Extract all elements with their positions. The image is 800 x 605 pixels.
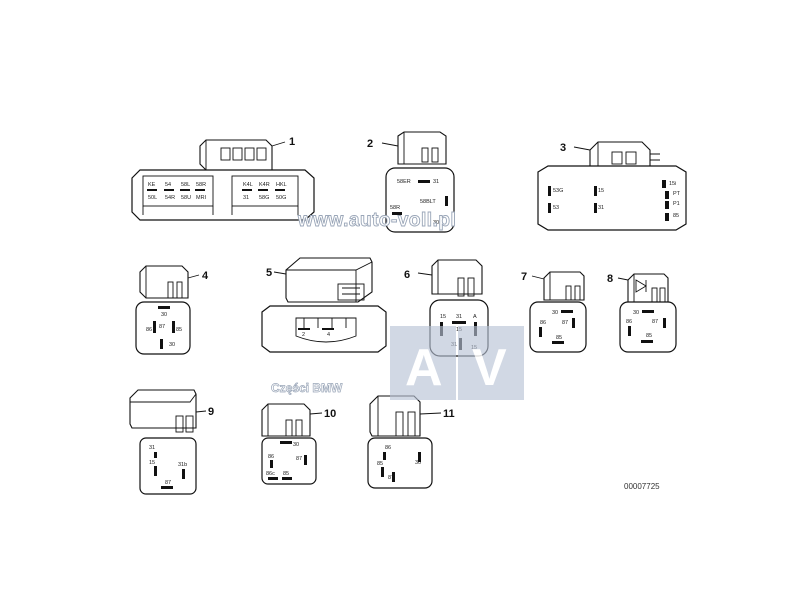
pin-label: K4L: [243, 182, 253, 188]
pin-label: 85: [283, 471, 289, 477]
pin-label: 85: [176, 327, 182, 333]
pin-label: 53G: [553, 188, 563, 194]
pin-label: 86: [385, 445, 391, 451]
pin-label: 30: [415, 460, 421, 466]
pin-label: P1: [673, 201, 680, 207]
callout-2: 2: [367, 138, 373, 150]
pin-label: 54: [165, 182, 171, 188]
pin-label: 86: [146, 327, 152, 333]
pin-label: 31: [433, 179, 439, 185]
pin-label: 2: [302, 332, 305, 338]
pin-label: 31: [598, 205, 604, 211]
pin-label: 4: [327, 332, 330, 338]
pin-label: 85: [556, 335, 562, 341]
pin-label: 30: [633, 310, 639, 316]
pin-label: 85: [646, 333, 652, 339]
pin-label: 15: [149, 460, 155, 466]
part-3: 3 15i 53G 15 PT 53 31 P1 85: [537, 141, 687, 231]
pin-label: 58BLT: [420, 199, 436, 205]
part-7: 7 30 86 87 85: [521, 271, 587, 353]
pin-label: 30: [293, 442, 299, 448]
part-10: 10 30 86 87 86c 85: [261, 403, 336, 485]
callout-7: 7: [521, 271, 527, 283]
callout-9: 9: [208, 406, 214, 418]
callout-5: 5: [266, 267, 272, 279]
pin-label: 30: [552, 310, 558, 316]
pin-label: 58R: [196, 182, 206, 188]
pin-label: 30: [161, 312, 167, 318]
pin-label: K4R: [259, 182, 270, 188]
pin-label: 30: [169, 342, 175, 348]
pin-label: PT: [673, 191, 681, 197]
pin-label: 86: [268, 454, 274, 460]
pin-label: 50L: [148, 195, 157, 201]
pin-label: 15: [598, 188, 604, 194]
pin-label: 85: [673, 213, 679, 219]
watermark-logo-left: A: [405, 339, 443, 397]
pin-label: 87: [159, 324, 165, 330]
part-5: 5 2 4: [261, 257, 387, 353]
pin-label: 50G: [276, 195, 286, 201]
part-8: 8 30 86 87 85: [607, 273, 677, 353]
pin-label: 87: [296, 456, 302, 462]
callout-1: 1: [289, 136, 295, 148]
pin-label: 31b: [178, 462, 187, 468]
pin-label: 85: [377, 461, 383, 467]
pin-label: 15i: [669, 181, 676, 187]
watermark-caption: Części BMW: [271, 381, 343, 395]
part-number-code: 00007725: [624, 482, 660, 491]
pin-label: KE: [148, 182, 156, 188]
callout-8: 8: [607, 273, 613, 285]
callout-3: 3: [560, 142, 566, 154]
part-1: 1 KE 54 58L 58R 50L 54R 58U MRI K4L K4R …: [131, 136, 315, 221]
pin-label: HKL: [276, 182, 287, 188]
part-11: 11 86 85 30 87: [367, 395, 455, 489]
pin-label: 15: [440, 314, 446, 320]
pin-label: 31: [149, 445, 155, 451]
part-4: 4 30 87 86 85 30: [135, 265, 209, 355]
pin-label: 87: [165, 480, 171, 486]
pin-label: 86: [626, 319, 632, 325]
watermark-av-logo: A V: [390, 326, 524, 400]
pin-label: 86: [540, 320, 546, 326]
pin-label: 30: [433, 220, 439, 226]
watermark-logo-right: V: [472, 339, 507, 397]
callout-4: 4: [202, 270, 209, 282]
pin-label: 87: [388, 475, 394, 481]
pin-label: 58L: [181, 182, 190, 188]
pin-label: 58ER: [397, 179, 411, 185]
pin-label: 87: [652, 319, 658, 325]
pin-label: 53: [553, 205, 559, 211]
pin-label: A: [473, 314, 477, 320]
callout-11: 11: [443, 408, 455, 420]
pin-label: 58U: [181, 195, 191, 201]
pin-label: 54R: [165, 195, 175, 201]
watermark-site-text: www.auto-voll.pl: [297, 210, 456, 231]
pin-label: 58R: [390, 205, 400, 211]
pin-label: 31: [243, 195, 249, 201]
callout-6: 6: [404, 269, 410, 281]
part-2: 2 58ER 31 58BLT 58R 30: [367, 131, 455, 233]
pin-label: 86c: [266, 471, 275, 477]
callout-10: 10: [324, 408, 336, 420]
part-9: 9 31 15 31b 87: [129, 389, 214, 495]
pin-label: MRI: [196, 195, 207, 201]
pin-label: 58G: [259, 195, 269, 201]
pin-label: 87: [562, 320, 568, 326]
pin-label: 31: [456, 314, 462, 320]
